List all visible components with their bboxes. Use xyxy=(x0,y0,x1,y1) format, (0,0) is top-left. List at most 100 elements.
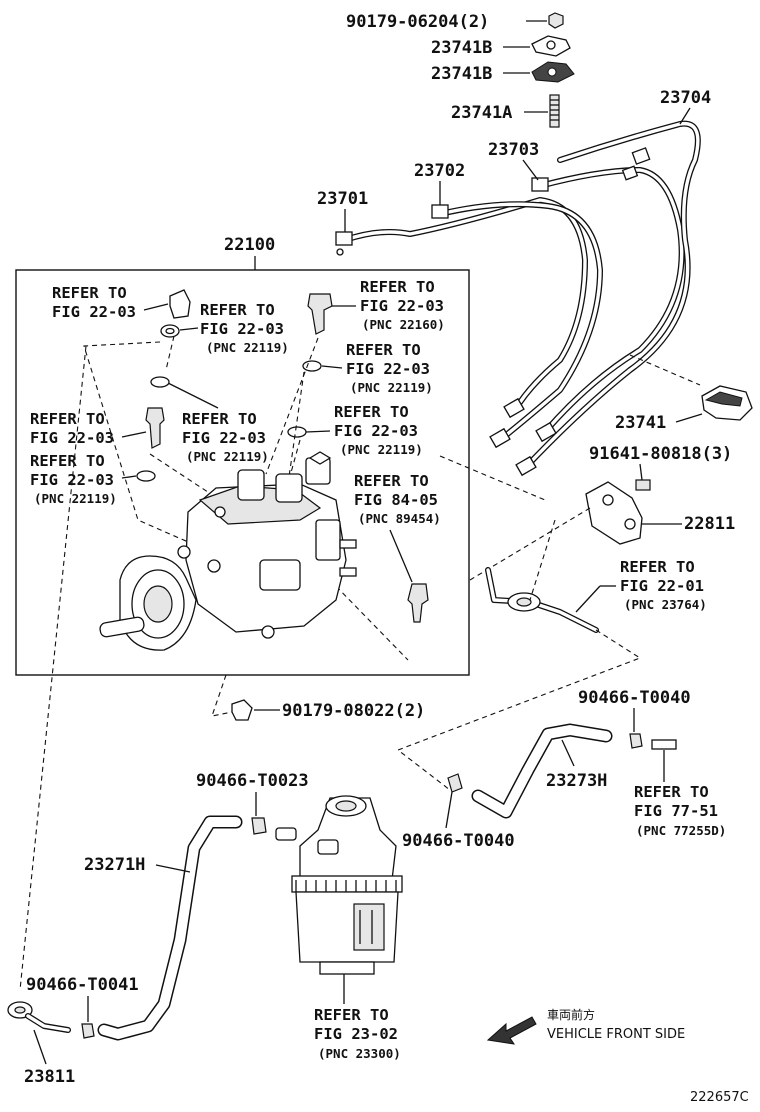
refer-r1: REFER TO FIG 22-03 xyxy=(52,284,191,321)
part-label-23701[interactable]: 23701 xyxy=(317,189,368,209)
refer-r8: REFER TO FIG 22-03 (PNC 22119) xyxy=(30,452,156,506)
part-label-23704[interactable]: 23704 xyxy=(660,88,711,108)
gasket-icon xyxy=(287,426,307,438)
part-label-22811[interactable]: 22811 xyxy=(684,514,735,534)
refer-pnc: (PNC 22119) xyxy=(340,442,423,457)
refer-text: REFER TO xyxy=(620,558,695,576)
refer-fig-link[interactable]: FIG 22-01 xyxy=(620,577,704,595)
refer-text: REFER TO xyxy=(334,403,409,421)
part-label-23741B-lower[interactable]: 23741B xyxy=(431,64,492,84)
nut-icon xyxy=(231,699,253,721)
nut-90179-08022-group: 90179-08022(2) xyxy=(211,674,425,721)
refer-r9: REFER TO FIG 84-05 (PNC 89454) xyxy=(354,472,441,623)
refer-text: REFER TO xyxy=(634,783,709,801)
refer-fig-link[interactable]: FIG 23-02 xyxy=(314,1025,398,1043)
part-label-23703[interactable]: 23703 xyxy=(488,140,539,160)
refer-pnc: (PNC 22119) xyxy=(34,491,117,506)
part-label-23702[interactable]: 23702 xyxy=(414,161,465,181)
part-label-90466-T0023[interactable]: 90466-T0023 xyxy=(196,771,309,791)
refer-pnc: (PNC 23764) xyxy=(624,597,707,612)
refer-r4: REFER TO FIG 22-03 (PNC 22119) xyxy=(302,341,433,395)
refer-text: REFER TO xyxy=(30,410,105,428)
injection-pump-22100 xyxy=(99,451,357,651)
refer-fig-link[interactable]: FIG 22-03 xyxy=(52,303,136,321)
pump-assembly-box xyxy=(15,269,470,676)
hose-23271H-group: 90466-T0023 23271H xyxy=(84,771,309,1041)
part-label-23811[interactable]: 23811 xyxy=(24,1067,75,1087)
pump-bracket-icon xyxy=(585,481,643,545)
refer-fig-link[interactable]: FIG 22-03 xyxy=(182,429,266,447)
delivery-valve-icon xyxy=(275,473,303,503)
vehicle-front-jp: 車両前方 xyxy=(547,1007,595,1022)
nut-icon xyxy=(548,12,564,29)
hose-23273H-group: 23273H 90466-T0040 90466-T0040 REFER TO … xyxy=(402,688,726,851)
delivery-valve-icon xyxy=(237,469,265,501)
part-label-90179-06204[interactable]: 90179-06204(2) xyxy=(346,12,489,32)
refer-fig-link[interactable]: FIG 22-03 xyxy=(30,471,114,489)
refer-pnc: (PNC 23300) xyxy=(318,1046,401,1061)
refer-fig-link[interactable]: FIG 22-03 xyxy=(346,360,430,378)
fuel-union-group: REFER TO FIG 22-01 (PNC 23764) xyxy=(485,519,707,633)
refer-text: REFER TO xyxy=(360,278,435,296)
part-label-23741[interactable]: 23741 xyxy=(615,413,666,433)
bolt-91641-group: 91641-80818(3) xyxy=(589,444,732,491)
refer-r3: REFER TO FIG 22-03 (PNC 22160) xyxy=(307,278,445,335)
stud-icon xyxy=(549,94,560,128)
part-label-23741A[interactable]: 23741A xyxy=(451,103,512,123)
part-label-91641-80818[interactable]: 91641-80818(3) xyxy=(589,444,732,464)
bracket-22811-group: 22811 xyxy=(469,481,735,581)
drive-shaft-icon xyxy=(99,616,145,638)
clamp-23741B-upper-group: 23741B xyxy=(431,35,571,58)
pipe-nut-icon xyxy=(335,231,353,246)
injection-pipes xyxy=(335,120,701,477)
bracket-23741-group: 23741 xyxy=(615,354,753,433)
pipe-nut-icon xyxy=(515,455,537,477)
pipe-nut-icon xyxy=(535,421,557,443)
part-label-22100[interactable]: 22100 xyxy=(224,235,275,255)
part-label-23741B-upper[interactable]: 23741B xyxy=(431,38,492,58)
valve-icon xyxy=(145,407,165,449)
gasket-icon xyxy=(150,376,170,388)
part-label-90466-T0040-lower[interactable]: 90466-T0040 xyxy=(402,831,515,851)
refer-fig-link[interactable]: FIG 22-03 xyxy=(360,297,444,315)
pipe-nut-icon xyxy=(489,427,511,449)
clamp-23741B-lower-group: 23741B xyxy=(431,61,575,84)
refer-fig-link[interactable]: FIG 84-05 xyxy=(354,491,438,509)
refer-r2: REFER TO FIG 22-03 (PNC 22119) xyxy=(160,301,289,355)
part-label-23273H[interactable]: 23273H xyxy=(546,771,607,791)
refer-r5: REFER TO FIG 22-03 (PNC 22119) xyxy=(287,403,423,457)
refer-pnc: (PNC 22119) xyxy=(206,340,289,355)
hose-clip-icon xyxy=(447,773,463,793)
refer-fig-link[interactable]: FIG 22-03 xyxy=(30,429,114,447)
refer-fig-link[interactable]: FIG 22-03 xyxy=(334,422,418,440)
refer-r6: REFER TO FIG 22-03 xyxy=(30,407,165,449)
plug-icon xyxy=(169,289,191,319)
refer-text: REFER TO xyxy=(30,452,105,470)
union-23811-group: 90466-T0041 23811 xyxy=(7,975,139,1087)
pipe-nut-icon xyxy=(503,397,525,419)
diagram-id: 222657C xyxy=(690,1090,749,1105)
hose-clip-icon xyxy=(251,817,267,835)
refer-pnc: (PNC 22119) xyxy=(186,449,269,464)
fuel-filter: REFER TO FIG 23-02 (PNC 23300) xyxy=(275,795,403,1061)
refer-text: REFER TO xyxy=(354,472,429,490)
part-label-90466-T0040-upper[interactable]: 90466-T0040 xyxy=(578,688,691,708)
refer-text: REFER TO xyxy=(52,284,127,302)
part-label-23271H[interactable]: 23271H xyxy=(84,855,145,875)
hose-clip-icon xyxy=(81,1023,95,1039)
refer-r7: REFER TO FIG 22-03 (PNC 22119) xyxy=(150,376,269,464)
refer-pnc: (PNC 89454) xyxy=(358,511,441,526)
stud-23741A-group: 23741A xyxy=(451,94,560,128)
nut-90179-06204-group: 90179-06204(2) xyxy=(346,12,564,32)
pipe-nut-icon xyxy=(531,177,549,192)
part-label-90466-T0041[interactable]: 90466-T0041 xyxy=(26,975,139,995)
hose-clip-icon xyxy=(629,733,643,749)
pipe-nut-icon xyxy=(431,204,449,219)
vehicle-front-indicator: 車両前方 VEHICLE FRONT SIDE xyxy=(486,1007,685,1045)
refer-fig-link[interactable]: FIG 77-51 xyxy=(634,802,718,820)
part-label-90179-08022[interactable]: 90179-08022(2) xyxy=(282,701,425,721)
refer-fig-link[interactable]: FIG 22-03 xyxy=(200,320,284,338)
refer-pnc: (PNC 77255D) xyxy=(636,823,726,838)
gasket-icon xyxy=(302,360,322,372)
